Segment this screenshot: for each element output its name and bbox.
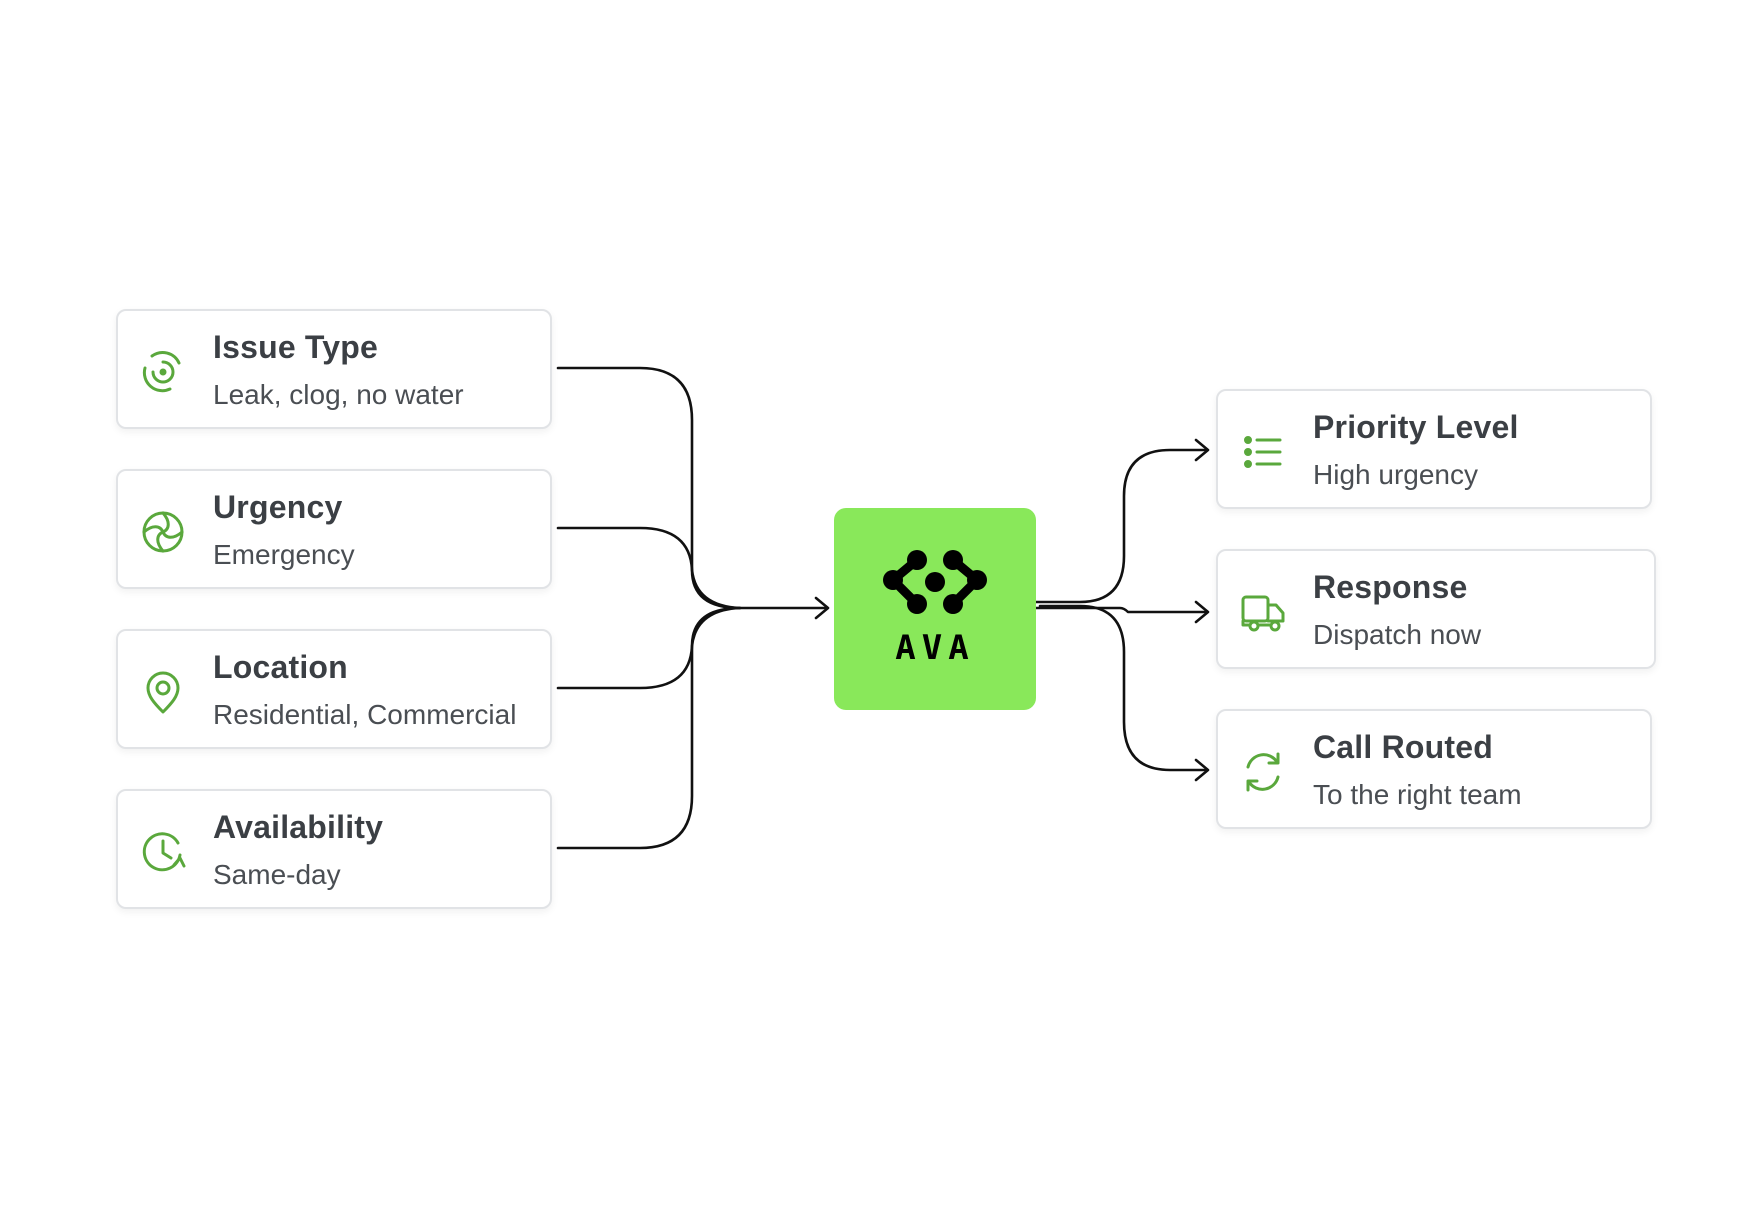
refresh-icon [1240, 749, 1286, 795]
card-title: Response [1313, 569, 1468, 605]
card-response: Response Dispatch now [1216, 549, 1656, 669]
card-priority-level: Priority Level High urgency [1216, 389, 1652, 509]
card-urgency: Urgency Emergency [116, 469, 552, 589]
ava-hub: AVA [834, 508, 1036, 710]
card-subtitle: Dispatch now [1313, 619, 1482, 650]
connector-availability [556, 606, 742, 850]
card-issue-type: Issue Type Leak, clog, no water [116, 309, 552, 429]
connector-response [1034, 606, 1208, 614]
card-title: Priority Level [1313, 409, 1519, 445]
connector-issue-type [556, 366, 828, 610]
card-title: Issue Type [213, 329, 379, 365]
card-subtitle: To the right team [1313, 779, 1522, 810]
map-pin-icon [140, 669, 186, 715]
connector-urgency [556, 526, 742, 610]
card-subtitle: High urgency [1313, 459, 1478, 490]
card-title: Availability [213, 809, 384, 845]
card-subtitle: Emergency [213, 539, 355, 570]
card-subtitle: Residential, Commercial [213, 699, 517, 730]
connector-call-routed [1038, 604, 1208, 772]
card-title: Call Routed [1313, 729, 1493, 765]
clock-refresh-icon [140, 829, 186, 875]
card-location: Location Residential, Commercial [116, 629, 552, 749]
connector-priority [1034, 448, 1208, 604]
card-subtitle: Leak, clog, no water [213, 379, 464, 410]
card-availability: Availability Same-day [116, 789, 552, 909]
arrowhead-priority [1194, 438, 1210, 462]
hub-name: AVA [895, 628, 975, 668]
card-title: Urgency [213, 489, 343, 525]
arrowhead-call-routed [1194, 758, 1210, 782]
connector-location [556, 606, 742, 690]
card-title: Location [213, 649, 348, 685]
list-icon [1240, 429, 1286, 475]
aperture-icon [140, 509, 186, 555]
truck-icon [1240, 589, 1286, 635]
card-subtitle: Same-day [213, 859, 341, 890]
arrowhead-hub [814, 596, 830, 620]
target-swirl-icon [140, 349, 186, 395]
code-nodes-logo-icon [879, 548, 991, 620]
card-call-routed: Call Routed To the right team [1216, 709, 1652, 829]
arrowhead-response [1194, 600, 1210, 624]
